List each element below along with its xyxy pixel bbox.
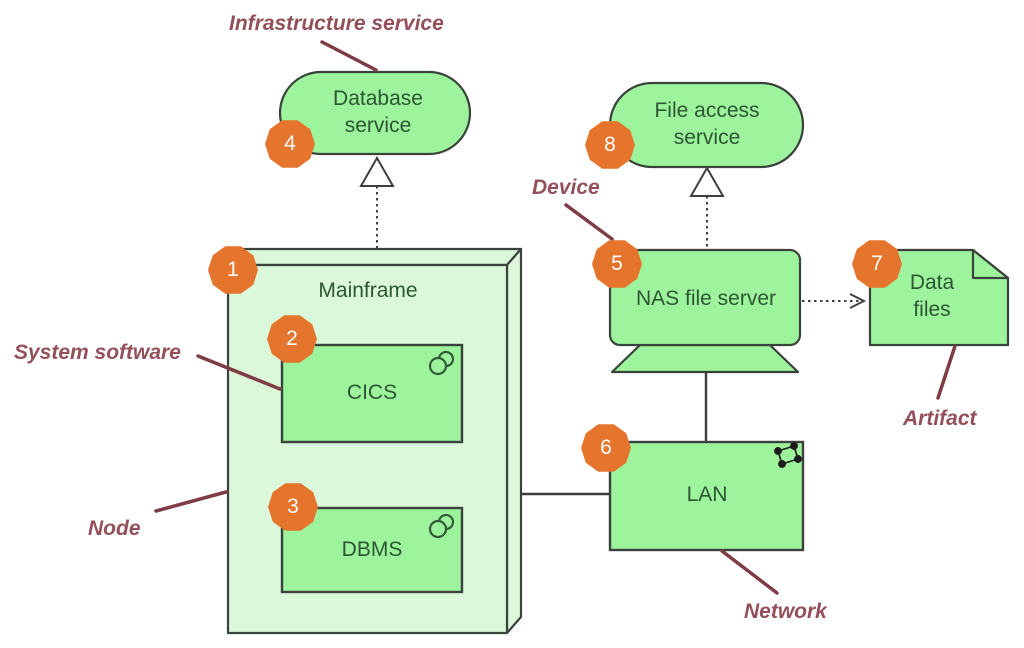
nas-device-stand bbox=[610, 343, 800, 374]
mainframe-top-face bbox=[226, 247, 523, 267]
badge-6-lan[interactable]: 6 bbox=[581, 424, 631, 472]
realization-triangle bbox=[359, 155, 395, 187]
pointer-artifact bbox=[936, 344, 957, 400]
database-service-capsule bbox=[278, 70, 472, 156]
lan-box bbox=[608, 440, 805, 552]
artifact-fold-corner bbox=[971, 248, 1010, 280]
network-icon bbox=[774, 442, 802, 468]
mainframe-side-face bbox=[505, 247, 523, 635]
realization-connector-file-access bbox=[689, 165, 725, 250]
badge-5-nas-file-server[interactable]: 5 bbox=[592, 240, 642, 288]
file-access-service-capsule bbox=[608, 81, 805, 169]
badge-8-file-access-service[interactable]: 8 bbox=[585, 121, 635, 169]
pointer-infrastructure-service bbox=[320, 40, 378, 72]
badge-4-database-service[interactable]: 4 bbox=[265, 120, 315, 168]
realization-connector-database bbox=[359, 155, 395, 249]
nas-device-body bbox=[608, 248, 802, 347]
access-arrow-nas-datafiles bbox=[802, 293, 867, 309]
data-files-artifact bbox=[868, 248, 1010, 347]
badge-1-mainframe[interactable]: 1 bbox=[208, 246, 258, 294]
realization-triangle bbox=[689, 165, 725, 197]
badge-3-dbms[interactable]: 3 bbox=[268, 483, 318, 531]
nas-device-shape bbox=[608, 248, 802, 374]
pointer-device bbox=[564, 203, 614, 241]
badge-2-cics[interactable]: 2 bbox=[267, 315, 317, 363]
system-software-icon-dbms bbox=[428, 513, 455, 539]
open-arrowhead bbox=[849, 293, 867, 309]
badge-7-data-files[interactable]: 7 bbox=[852, 240, 902, 288]
system-software-icon-cics bbox=[428, 350, 455, 376]
pointer-node bbox=[154, 490, 228, 513]
annotation-pointer-lines bbox=[154, 40, 957, 595]
pointer-system-software bbox=[196, 354, 282, 391]
pointer-network bbox=[720, 549, 779, 595]
